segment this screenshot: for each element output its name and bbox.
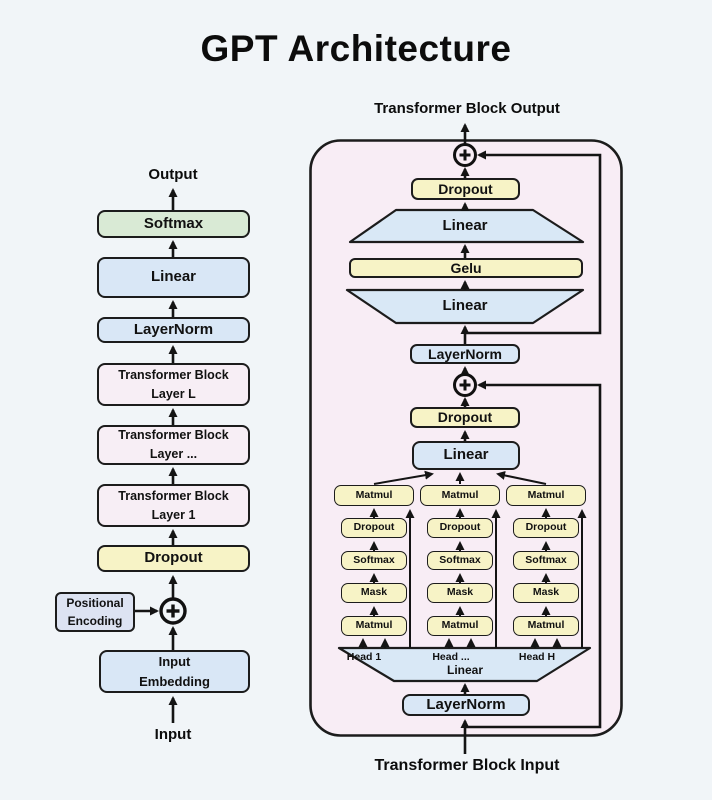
linear-expansion-trapezoid [345, 288, 585, 325]
block-line1: Transformer Block [118, 367, 229, 382]
add-icon [159, 597, 187, 625]
head3-mask-box: Mask [513, 583, 579, 603]
left-flow-arrows [135, 188, 178, 723]
input-label: Input [154, 726, 192, 743]
head-arrows [358, 470, 587, 648]
head1-softmax-box: Softmax [341, 551, 407, 570]
embed-line2: Embedding [139, 673, 210, 689]
mlp-layernorm-box: LayerNorm [410, 344, 520, 364]
residual-connection-mlp [465, 150, 602, 335]
page-title: GPT Architecture [200, 28, 512, 69]
layernorm-box: LayerNorm [97, 317, 250, 343]
input-embedding-box: Input Embedding [99, 650, 250, 693]
transformer-block-layer-l-box: Transformer Block Layer L [97, 363, 250, 406]
head2-mask-box: Mask [427, 583, 493, 603]
linear-projection-trapezoid [348, 208, 585, 244]
attention-linear-box: Linear [412, 441, 520, 470]
input-layernorm-box: LayerNorm [402, 694, 530, 716]
residual-connection-attention [465, 380, 602, 729]
block-line1: Transformer Block [118, 428, 229, 443]
head1-mask-box: Mask [341, 583, 407, 603]
dropout-box: Dropout [97, 545, 250, 572]
softmax-box: Softmax [97, 210, 250, 238]
block-line2: Layer 1 [151, 507, 196, 522]
qkv-linear-label: Linear [446, 663, 483, 677]
transformer-block-layer-1-box: Transformer Block Layer 1 [97, 484, 250, 527]
linear-expansion-label: Linear [442, 297, 488, 314]
head1-matmul-out-box: Matmul [334, 485, 414, 506]
block-line1: Transformer Block [118, 488, 229, 503]
pos-enc-line2: Encoding [67, 614, 123, 628]
attention-dropout-box: Dropout [410, 407, 520, 428]
transformer-block-output-label: Transformer Block Output [374, 100, 560, 117]
head2-dropout-box: Dropout [427, 518, 493, 538]
head1-matmul-qk-box: Matmul [341, 616, 407, 636]
positional-encoding-box: Positional Encoding [55, 592, 135, 632]
linear-box: Linear [97, 257, 250, 298]
head3-matmul-out-box: Matmul [506, 485, 586, 506]
head-dots-label: Head ... [432, 651, 470, 663]
embed-line1: Input [158, 654, 191, 669]
head2-matmul-qk-box: Matmul [427, 616, 493, 636]
head3-softmax-box: Softmax [513, 551, 579, 570]
head3-dropout-box: Dropout [513, 518, 579, 538]
head2-softmax-box: Softmax [427, 551, 493, 570]
block-line2: Layer ... [149, 447, 198, 461]
mlp-dropout-box: Dropout [411, 178, 520, 200]
head2-matmul-out-box: Matmul [420, 485, 500, 506]
qkv-linear-trapezoid [337, 646, 592, 683]
head3-matmul-qk-box: Matmul [513, 616, 579, 636]
block-line2: Layer L [151, 386, 196, 401]
transformer-block-layer-dots-box: Transformer Block Layer ... [97, 425, 250, 465]
head1-dropout-box: Dropout [341, 518, 407, 538]
add-icon [453, 143, 477, 167]
head-h-label: Head H [518, 651, 556, 663]
pos-enc-line1: Positional [66, 596, 124, 610]
output-label: Output [148, 166, 198, 183]
add-icon [453, 373, 477, 397]
linear-projection-label: Linear [442, 217, 488, 234]
gelu-box: Gelu [349, 258, 583, 278]
head-1-label: Head 1 [346, 651, 382, 663]
transformer-block-input-label: Transformer Block Input [374, 757, 560, 774]
